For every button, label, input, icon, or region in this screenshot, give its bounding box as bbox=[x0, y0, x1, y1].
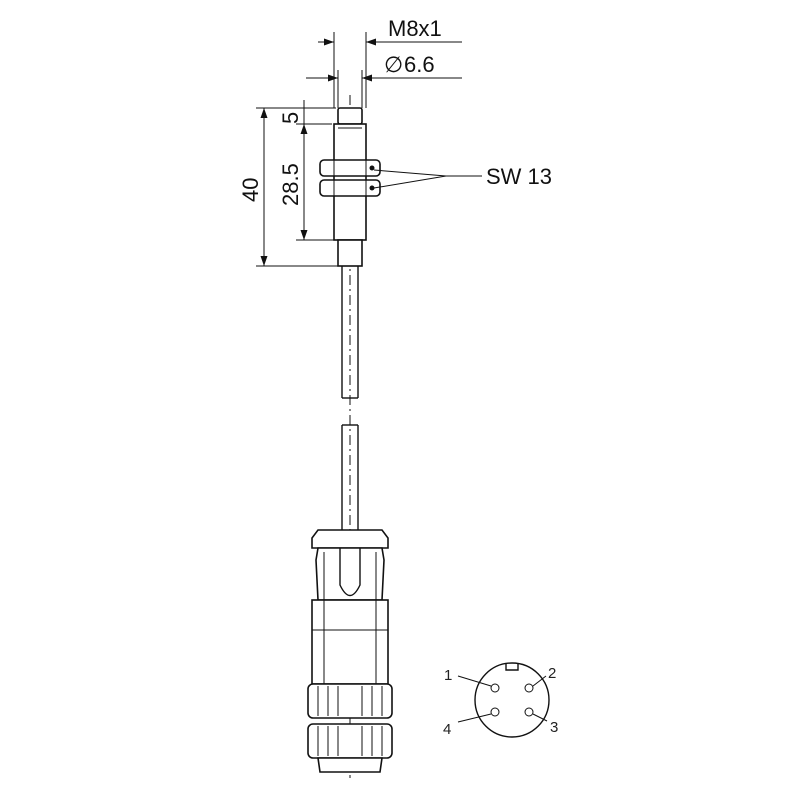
dimension-body: 28.5 bbox=[278, 124, 334, 241]
label-total-length: 40 bbox=[238, 178, 263, 202]
connector-grip bbox=[315, 547, 385, 601]
coding-key bbox=[505, 663, 519, 671]
label-wrench-size: SW 13 bbox=[486, 164, 552, 189]
pin-3-contact bbox=[524, 707, 534, 717]
strain-relief bbox=[339, 548, 361, 597]
dimension-tip: 5 bbox=[278, 100, 336, 132]
pin-label-3: 3 bbox=[550, 719, 558, 736]
dimension-wrench: SW 13 bbox=[373, 164, 552, 189]
label-diameter: 6.6 bbox=[404, 52, 435, 77]
cable-upper bbox=[341, 266, 359, 399]
pin-4-contact bbox=[490, 707, 500, 717]
pin-label-4: 4 bbox=[443, 721, 451, 738]
nut-mark-upper bbox=[369, 165, 375, 171]
pin-label-2: 2 bbox=[548, 665, 556, 682]
dimension-diameter: ∅ 6.6 bbox=[306, 52, 462, 108]
cable-lower bbox=[341, 424, 359, 530]
knurled-nut-2 bbox=[307, 723, 393, 759]
knurled-nut-1 bbox=[307, 683, 393, 719]
dimension-total: 40 bbox=[238, 107, 338, 267]
label-thread: M8x1 bbox=[388, 16, 442, 41]
hex-nuts bbox=[319, 159, 381, 197]
pin-2-contact bbox=[524, 683, 534, 693]
hex-nut-upper bbox=[319, 159, 381, 177]
body-end bbox=[337, 239, 363, 267]
connector-body bbox=[311, 599, 389, 685]
pin-label-1: 1 bbox=[444, 667, 452, 684]
connector-face bbox=[474, 662, 550, 738]
m8-connector bbox=[307, 529, 393, 773]
hex-nut-lower bbox=[319, 179, 381, 197]
connector-cap bbox=[311, 529, 389, 549]
sensor-tip bbox=[337, 107, 363, 125]
nut-mark-lower bbox=[369, 185, 375, 191]
label-body-length: 28.5 bbox=[278, 163, 303, 206]
label-tip-length: 5 bbox=[278, 112, 303, 124]
label-diameter-symbol: ∅ bbox=[384, 52, 403, 77]
connector-end bbox=[317, 757, 383, 773]
pin-1-contact bbox=[490, 683, 500, 693]
dimension-thread: M8x1 bbox=[318, 16, 462, 108]
pin-layout: 1 2 3 4 bbox=[443, 662, 558, 738]
